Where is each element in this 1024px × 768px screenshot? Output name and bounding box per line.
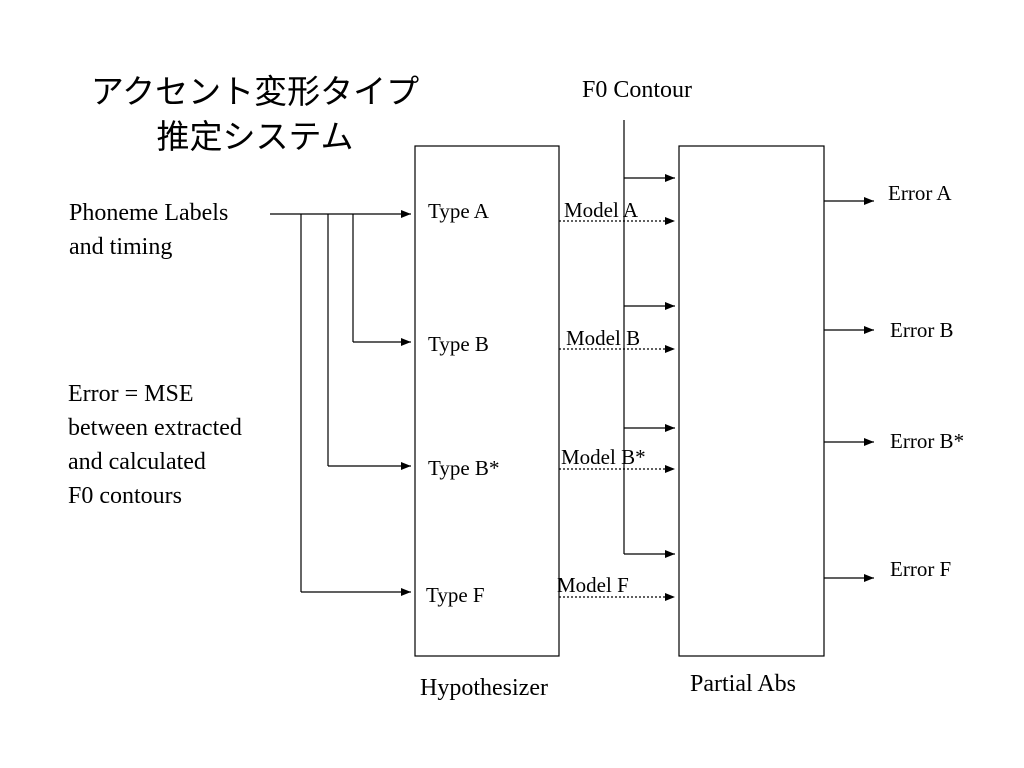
error-note-line-3: and calculated	[68, 449, 206, 475]
error-label-a: Error A	[888, 181, 952, 205]
title-line-1: アクセント変形タイプ	[91, 72, 419, 111]
error-note-line-2: between extracted	[68, 415, 242, 441]
type-label-f: Type F	[426, 583, 485, 607]
partial-abs-box	[678, 145, 825, 657]
model-label-a: Model A	[564, 198, 639, 222]
f0-feed	[623, 120, 675, 558]
partial-abs-label: Partial Abs	[690, 671, 796, 697]
phoneme-feed	[270, 210, 411, 596]
model-arrows	[559, 217, 675, 601]
error-label-b: Error B	[890, 318, 954, 342]
error-label-f: Error F	[890, 557, 951, 581]
f0-contour-label: F0 Contour	[582, 77, 692, 103]
error-note-line-1: Error = MSE	[68, 381, 194, 407]
error-label-bstar: Error B*	[890, 429, 964, 453]
error-arrows	[824, 197, 874, 582]
hypothesizer-label: Hypothesizer	[420, 675, 548, 701]
phoneme-labels-line-2: and timing	[69, 234, 172, 260]
error-note-line-4: F0 contours	[68, 483, 182, 509]
model-label-b: Model B	[566, 326, 640, 350]
type-label-a: Type A	[428, 199, 490, 223]
title-line-2: 推定システム	[156, 117, 353, 156]
model-label-bstar: Model B*	[561, 445, 646, 469]
phoneme-labels-line-1: Phoneme Labels	[69, 200, 228, 226]
hypothesizer-box	[414, 145, 560, 657]
model-label-f: Model F	[557, 573, 629, 597]
type-label-b: Type B	[428, 332, 489, 356]
type-label-bstar: Type B*	[428, 456, 499, 480]
